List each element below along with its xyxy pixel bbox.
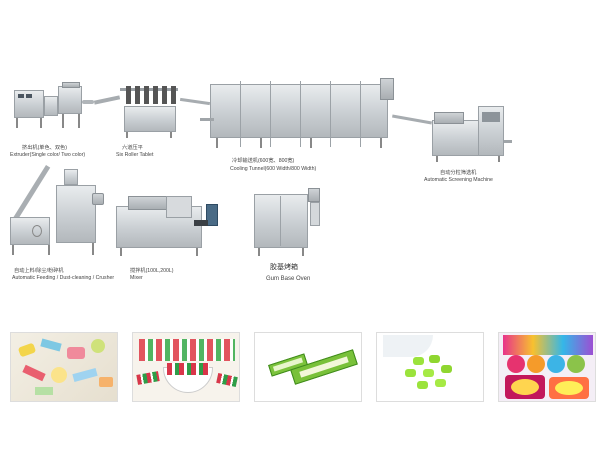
crusher-label-cn: 自动上料/除尘/粉碎机 — [14, 268, 64, 274]
cooling-tunnel-label-en: Cooling Tunnel(600 Width/800 Width) — [230, 166, 317, 172]
oven-machine — [252, 188, 324, 256]
six-roller-label-en: Six Roller Tablet — [116, 152, 154, 158]
gum-pieces-photo — [10, 332, 118, 402]
mixer-label-cn: 搅拌机(100L,200L) — [130, 268, 174, 274]
screening-label-en: Automatic Screening Machine — [424, 177, 493, 183]
green-gum-pellets-photo — [376, 332, 484, 402]
crusher-label-en: Automatic Feeding / Dust-cleaning / Crus… — [12, 275, 115, 281]
six-roller-label-cn: 六道压平 — [122, 145, 143, 151]
green-gum-sticks-photo — [254, 332, 362, 402]
six-roller-machine — [120, 82, 182, 138]
mixer-machine — [114, 190, 220, 256]
oven-label-cn: 胶基烤箱 — [270, 264, 298, 271]
cooling-tunnel-label-cn: 冷却输送机(600宽、800宽) — [232, 158, 295, 164]
oven-label-en: Gum Base Oven — [266, 276, 311, 282]
cooling-tunnel-machine — [200, 78, 400, 150]
extruder-label-en: Extruder(Single color/ Two color) — [10, 152, 86, 158]
extruder-machine — [10, 82, 98, 130]
extruder-label-cn: 挤出机(单色、双色) — [22, 145, 67, 151]
crusher-machine — [8, 165, 110, 257]
screening-label-cn: 自动分粒筛选机 — [440, 170, 477, 176]
striped-gum-bowl-photo — [132, 332, 240, 402]
colorful-candy-display-photo — [498, 332, 596, 402]
screening-machine — [428, 102, 512, 162]
mixer-label-en: Mixer — [130, 275, 143, 281]
